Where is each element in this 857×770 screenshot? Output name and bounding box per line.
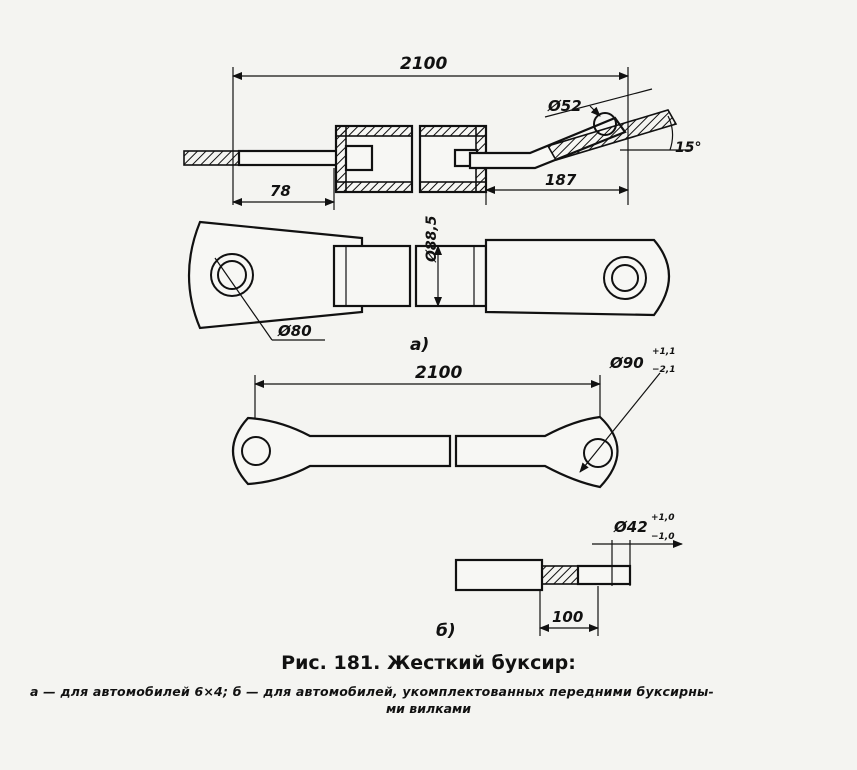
left-eye-outer xyxy=(210,253,254,297)
right-eye-b xyxy=(454,415,619,489)
view-b-plan: 2100 Ø90 +1,1 −2,1 xyxy=(231,347,675,489)
dim-end-length: 100 xyxy=(552,608,583,626)
dim-rod-tol-lower: −1,0 xyxy=(651,532,674,542)
dim-left-offset: 78 xyxy=(270,182,291,200)
dim-overall-length-a: 2100 xyxy=(400,54,447,74)
leader-pin xyxy=(544,88,653,118)
left-eye-hole xyxy=(217,260,247,290)
right-eye-outer xyxy=(603,256,647,300)
right-hatched-eye xyxy=(546,109,678,161)
dim-rod-diameter: Ø42 xyxy=(613,518,648,536)
view-b-side-detail: Ø42 +1,0 −1,0 100 б) xyxy=(436,513,683,641)
dim-tube-diameter: Ø88,5 xyxy=(424,215,440,263)
left-eye-plate xyxy=(187,220,364,330)
rod-end-hatched xyxy=(541,565,579,585)
left-eye-b-hole xyxy=(241,436,271,466)
dim-angle: 15° xyxy=(675,140,701,156)
dim-pin-diameter: Ø52 xyxy=(547,97,582,115)
dim-eye-tol-lower: −2,1 xyxy=(652,365,675,375)
view-a-side-elevation: 2100 Ø52 15° xyxy=(183,54,701,210)
view-a-label: а) xyxy=(410,335,429,355)
figure-caption-line1: а — для автомобилей 6×4; б — для автомоб… xyxy=(30,684,714,699)
plan-tube-left xyxy=(332,244,412,308)
view-b-label: б) xyxy=(436,621,456,641)
right-eye-hole xyxy=(611,264,639,292)
dim-right-offset: 187 xyxy=(545,171,577,189)
leader-eye-a xyxy=(214,257,273,341)
right-eye-plate xyxy=(484,238,671,317)
rod-end-side xyxy=(454,558,544,592)
pin-hole xyxy=(593,112,617,136)
rod-end-tip xyxy=(576,564,632,586)
dim-eye-tol-upper: +1,1 xyxy=(652,347,675,357)
right-eye-b-hole xyxy=(583,438,613,468)
leader-eye-b xyxy=(579,372,661,473)
dim-eye-diameter-a: Ø80 xyxy=(277,322,312,340)
left-eye-b xyxy=(231,416,452,486)
left-hatched-bar xyxy=(183,150,240,166)
view-a-plan: Ø88,5 Ø80 а) xyxy=(187,215,671,355)
figure-caption-title: Рис. 181. Жесткий буксир: xyxy=(281,652,576,674)
dim-overall-length-b: 2100 xyxy=(415,363,462,383)
angle-arc xyxy=(667,115,674,151)
coupling-tube-left xyxy=(334,124,414,194)
figure-caption-line2: ми вилками xyxy=(385,701,472,716)
dim-rod-tol-upper: +1,0 xyxy=(651,513,674,523)
dim-eye-diameter-b: Ø90 xyxy=(609,354,644,372)
left-rod xyxy=(237,149,351,167)
